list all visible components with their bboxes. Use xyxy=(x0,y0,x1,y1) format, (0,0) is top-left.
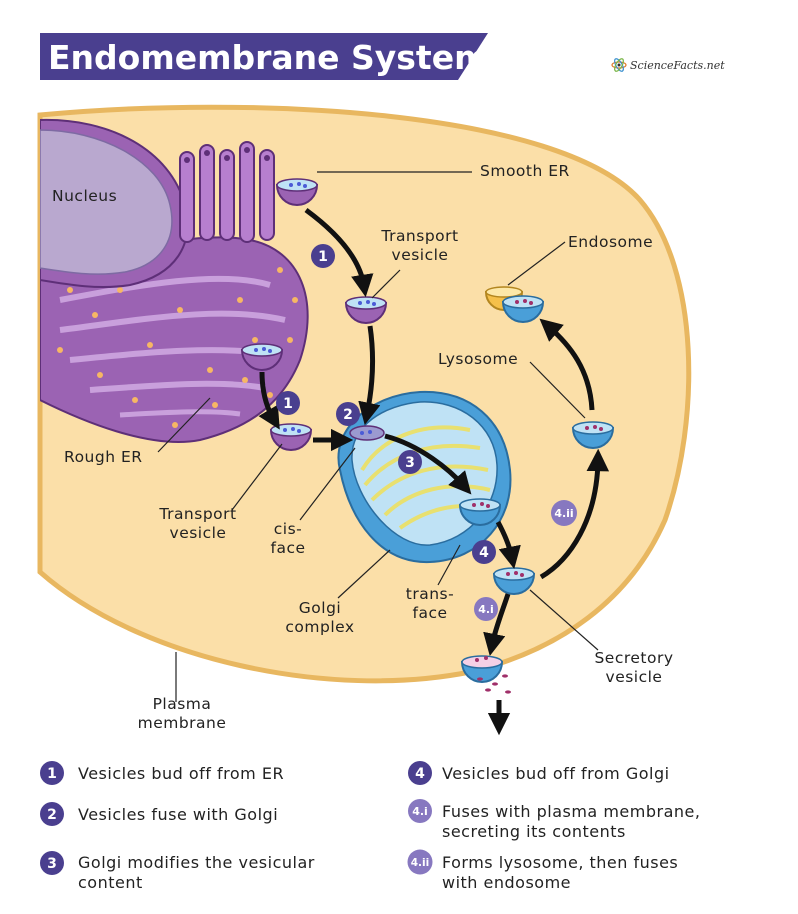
arrow-er-to-vesicle xyxy=(304,207,374,298)
label-transport-vesicle-bottom-1: Transport xyxy=(158,505,236,523)
legend-text-4: Vesicles bud off from Golgi xyxy=(442,764,670,783)
svg-text:3: 3 xyxy=(405,455,415,471)
legend-item-4: 4 Vesicles bud off from Golgi xyxy=(408,761,670,785)
legend-item-3: 3 Golgi modifies the vesicular content xyxy=(40,851,315,892)
svg-text:2: 2 xyxy=(47,807,57,823)
label-nucleus: Nucleus xyxy=(52,187,117,205)
label-endosome: Endosome xyxy=(568,233,653,251)
svg-text:1: 1 xyxy=(283,396,293,412)
svg-text:4.i: 4.i xyxy=(478,603,494,616)
vesicle-lysosome xyxy=(571,421,615,449)
smooth-er xyxy=(179,141,275,243)
label-secretory-vesicle-2: vesicle xyxy=(606,668,663,686)
svg-text:4: 4 xyxy=(479,545,489,561)
badge-step-1-bottom: 1 xyxy=(276,391,300,415)
legend-item-4i: 4.i Fuses with plasma membrane, secretin… xyxy=(408,799,700,841)
endosome xyxy=(484,286,545,323)
title-banner: Endomembrane System xyxy=(40,33,488,80)
labels: Nucleus Smooth ER Rough ER Endosome Lyso… xyxy=(52,162,673,732)
pathway-arrows xyxy=(258,207,610,736)
svg-text:4.ii: 4.ii xyxy=(411,857,430,869)
svg-text:3: 3 xyxy=(47,856,57,872)
legend-text-4i-b: secreting its contents xyxy=(442,822,626,841)
page-title: Endomembrane System xyxy=(48,38,488,77)
arrow-to-lysosome xyxy=(539,448,610,580)
logo-text: ScienceFacts.net xyxy=(630,59,725,72)
label-plasma-membrane-1: Plasma xyxy=(153,695,212,713)
legend-text-4i-a: Fuses with plasma membrane, xyxy=(442,802,700,821)
legend-item-2: 2 Vesicles fuse with Golgi xyxy=(40,802,278,826)
label-rough-er: Rough ER xyxy=(64,448,143,466)
svg-text:4.ii: 4.ii xyxy=(554,507,573,520)
legend-item-1: 1 Vesicles bud off from ER xyxy=(40,761,284,785)
svg-text:1: 1 xyxy=(318,249,328,265)
legend-text-2: Vesicles fuse with Golgi xyxy=(78,805,278,824)
label-smooth-er: Smooth ER xyxy=(480,162,570,180)
label-transport-vesicle-bottom-2: vesicle xyxy=(170,524,227,542)
arrow-to-membrane xyxy=(483,593,511,657)
legend-text-4ii-a: Forms lysosome, then fuses xyxy=(442,853,678,872)
legend-text-3b: content xyxy=(78,873,143,892)
label-transport-vesicle-top-2: vesicle xyxy=(392,246,449,264)
svg-text:1: 1 xyxy=(47,766,57,782)
arrow-vesicle-to-golgi xyxy=(358,325,381,426)
arrow-to-endosome xyxy=(539,318,595,411)
label-lysosome: Lysosome xyxy=(438,350,518,368)
label-transport-vesicle-top-1: Transport xyxy=(380,227,458,245)
arrow-rough-er-bud xyxy=(258,371,280,430)
legend-text-3a: Golgi modifies the vesicular xyxy=(78,853,315,872)
svg-text:4: 4 xyxy=(415,766,425,782)
legend-text-4ii-b: with endosome xyxy=(442,873,571,892)
badge-step-4i: 4.i xyxy=(474,597,498,621)
vesicle-cis-fusing xyxy=(349,425,385,441)
legend-item-4ii: 4.ii Forms lysosome, then fuses with end… xyxy=(407,849,678,892)
badge-step-4ii: 4.ii xyxy=(551,500,577,526)
legend: 1 Vesicles bud off from ER 2 Vesicles fu… xyxy=(40,761,700,892)
badge-step-1-top: 1 xyxy=(311,244,335,268)
svg-text:4.i: 4.i xyxy=(412,805,428,818)
vesicle-transport-bottom xyxy=(269,423,313,451)
vesicle-trans xyxy=(458,498,502,526)
badge-step-3: 3 xyxy=(398,450,422,474)
legend-text-1: Vesicles bud off from ER xyxy=(78,764,284,783)
arrow-through-golgi xyxy=(384,433,472,495)
badge-step-2: 2 xyxy=(336,402,360,426)
step-badges: 1 1 2 3 4 4.i 4.ii xyxy=(276,244,577,621)
cell xyxy=(37,104,692,694)
vesicle-rough-er xyxy=(240,343,284,371)
atom-icon xyxy=(611,58,627,72)
title-bg xyxy=(40,33,488,80)
label-trans-face-1: trans- xyxy=(406,585,454,603)
label-plasma-membrane-2: membrane xyxy=(138,714,227,732)
nucleus xyxy=(40,118,189,289)
label-cis-face-1: cis- xyxy=(274,520,303,538)
label-trans-face-2: face xyxy=(412,604,447,622)
label-secretory-vesicle-1: Secretory xyxy=(594,649,673,667)
label-cis-face-2: face xyxy=(270,539,305,557)
sciencefacts-logo: ScienceFacts.net xyxy=(611,58,725,72)
label-golgi-complex-1: Golgi xyxy=(299,599,341,617)
vesicle-smooth-er xyxy=(275,178,319,206)
arrow-trans-to-secretory xyxy=(495,520,521,570)
label-golgi-complex-2: complex xyxy=(285,618,354,636)
svg-text:2: 2 xyxy=(343,407,353,423)
vesicle-exocytosis xyxy=(460,655,511,694)
vesicle-transport-top xyxy=(344,296,388,324)
badge-step-4: 4 xyxy=(472,540,496,564)
vesicle-secretory xyxy=(492,567,536,595)
leader-lines xyxy=(157,171,599,702)
